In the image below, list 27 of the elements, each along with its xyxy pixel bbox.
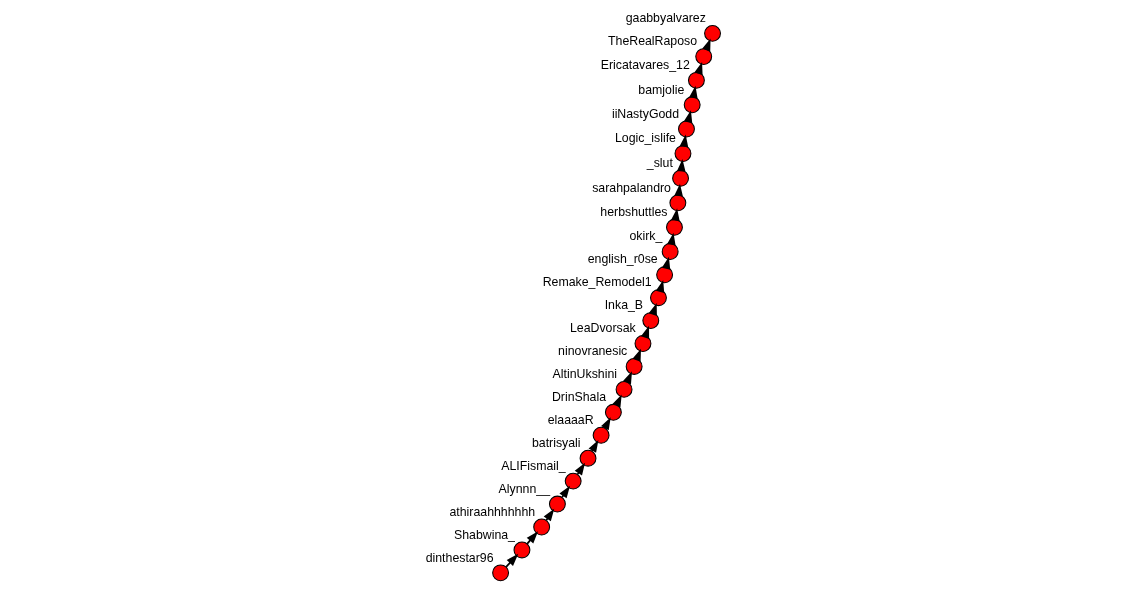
node-label: DrinShala (551, 390, 607, 405)
node-label: Logic_islife (614, 131, 676, 146)
node-label: ALIFismail_ (501, 458, 566, 473)
node-circle (492, 564, 510, 582)
node-label: Ericatavares_12 (600, 58, 690, 73)
arrow (505, 553, 519, 568)
node-label: iiNastyGodd (611, 106, 680, 121)
node-label: sarahpalandro (592, 180, 671, 195)
node-label: TheRealRaposo (608, 34, 698, 49)
node-label: Alynnn__ (498, 481, 551, 496)
node-label: athiraahhhhhhh (449, 504, 536, 519)
node-label: bamjolie (638, 82, 685, 97)
node-label: LeaDvorsak (569, 321, 636, 336)
node-label: elaaaaR (547, 412, 594, 427)
node-label: AltinUkshini (552, 367, 618, 382)
node-label: batrisyali (531, 435, 581, 450)
node-label: Remake_Remodel1 (542, 275, 652, 290)
node-label: herbshuttles (600, 205, 668, 219)
node-label: gaabbyalvarez (625, 11, 706, 26)
node-label: ninovranesic (558, 344, 628, 359)
node-label: _slut (646, 155, 673, 170)
node-label: Shabwina_ (453, 527, 515, 542)
node-label: okirk_ (629, 229, 663, 244)
node-label: dinthestar96 (425, 550, 494, 565)
node-label: Inka_B (604, 298, 644, 313)
node-label: english_r0se (587, 252, 658, 267)
node-circle (704, 24, 721, 42)
